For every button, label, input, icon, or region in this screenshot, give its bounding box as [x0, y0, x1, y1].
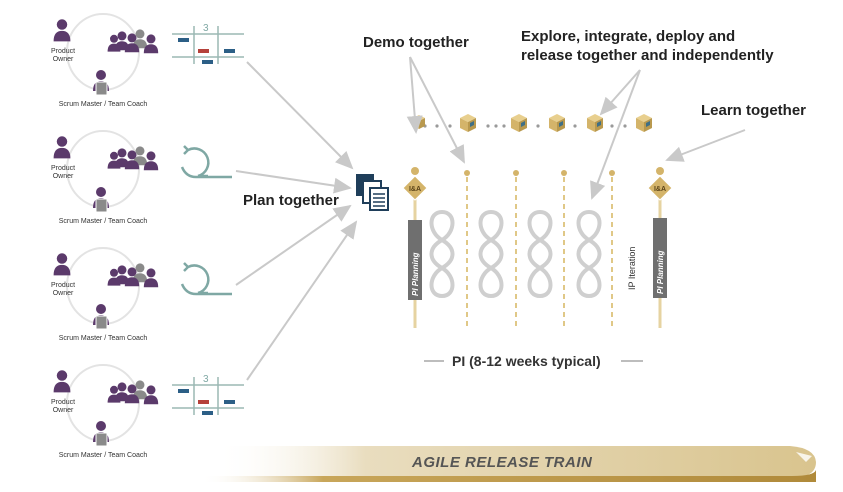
clipboard-icon: [95, 198, 108, 213]
product-owner-icon: [53, 370, 71, 393]
teams-layer: 33: [53, 13, 244, 447]
scrum-master-label: Scrum Master / Team Coach: [58, 218, 148, 225]
demo-together-label: Demo together: [363, 34, 469, 51]
scrum-master-label: Scrum Master / Team Coach: [58, 452, 148, 459]
pi-planning-left-label: PI Planning: [411, 252, 420, 296]
wip-limit-label: 3: [203, 23, 209, 34]
iteration-loop-icon: [576, 209, 602, 299]
clipboard-icon: [95, 81, 108, 96]
team-member-icon: [124, 384, 140, 404]
explore-label-line2: release together and independently: [521, 47, 774, 64]
team-member-icon: [143, 151, 159, 171]
release-boxes: [413, 114, 652, 132]
product-owner-icon: [53, 253, 71, 276]
ip-iteration-label: IP Iteration: [627, 247, 637, 290]
iteration-dividers: [466, 177, 613, 330]
team-member-icon: [124, 267, 140, 287]
team-block: 3: [53, 364, 244, 447]
clipboard-icon: [95, 315, 108, 330]
pi-planning-right-pole: I&A PI Planning: [647, 167, 673, 328]
agile-release-train-bar: [200, 446, 816, 482]
kanban-board-icon: 3: [172, 23, 244, 64]
iteration-loops: [429, 209, 602, 299]
learn-together-label: Learn together: [701, 102, 807, 119]
callout-arrows: [406, 56, 746, 200]
team-member-icon: [107, 385, 121, 403]
product-owner-label: Product Owner: [50, 48, 76, 63]
product-owner-icon: [53, 136, 71, 159]
team-to-plan-arrows: [235, 61, 358, 381]
pi-planning-left-pole: I&A PI Planning: [402, 167, 428, 328]
pi-timeline: I&A PI Planning I&A PI Planning IP: [402, 114, 673, 362]
team-member-icon: [107, 151, 121, 169]
product-owner-label: Product Owner: [50, 282, 76, 297]
team-member-icon: [107, 34, 121, 52]
iteration-loop-icon: [429, 209, 455, 299]
team-block: [53, 247, 232, 330]
iteration-loop-icon: [478, 209, 504, 299]
plan-together-label: Plan together: [243, 192, 339, 209]
pi-span-label: PI (8-12 weeks typical): [452, 353, 601, 369]
scrum-cycle-icon: [180, 145, 232, 179]
scrum-master-label: Scrum Master / Team Coach: [58, 101, 148, 108]
clipboard-icon: [95, 432, 108, 447]
team-block: 3: [53, 13, 244, 96]
iteration-divider-tops: [464, 170, 615, 176]
product-owner-label: Product Owner: [50, 399, 76, 414]
team-member-icon: [107, 268, 121, 286]
art-title: AGILE RELEASE TRAIN: [412, 454, 593, 471]
team-member-icon: [124, 33, 140, 53]
product-owner-icon: [53, 19, 71, 42]
explore-label-line1: Explore, integrate, deploy and: [521, 28, 736, 45]
kanban-board-icon: 3: [172, 374, 244, 415]
release-box-icon: [636, 114, 652, 132]
team-member-icon: [143, 268, 159, 288]
product-owner-label: Product Owner: [50, 165, 76, 180]
team-member-icon: [124, 150, 140, 170]
scrum-master-label: Scrum Master / Team Coach: [58, 335, 148, 342]
team-member-icon: [143, 34, 159, 54]
plan-documents-icon: [356, 174, 389, 211]
release-box-icon: [511, 114, 527, 132]
team-block: [53, 130, 232, 213]
iteration-loop-icon: [527, 209, 553, 299]
release-box-icon: [460, 114, 476, 132]
scrum-cycle-icon: [180, 262, 232, 296]
team-member-icon: [143, 385, 159, 405]
pi-planning-right-label: PI Planning: [656, 250, 665, 294]
ia-badge-right: I&A: [654, 186, 666, 193]
wip-limit-label: 3: [203, 374, 209, 385]
release-box-icon: [587, 114, 603, 132]
ia-badge-left: I&A: [409, 186, 421, 193]
release-box-icon: [549, 114, 565, 132]
